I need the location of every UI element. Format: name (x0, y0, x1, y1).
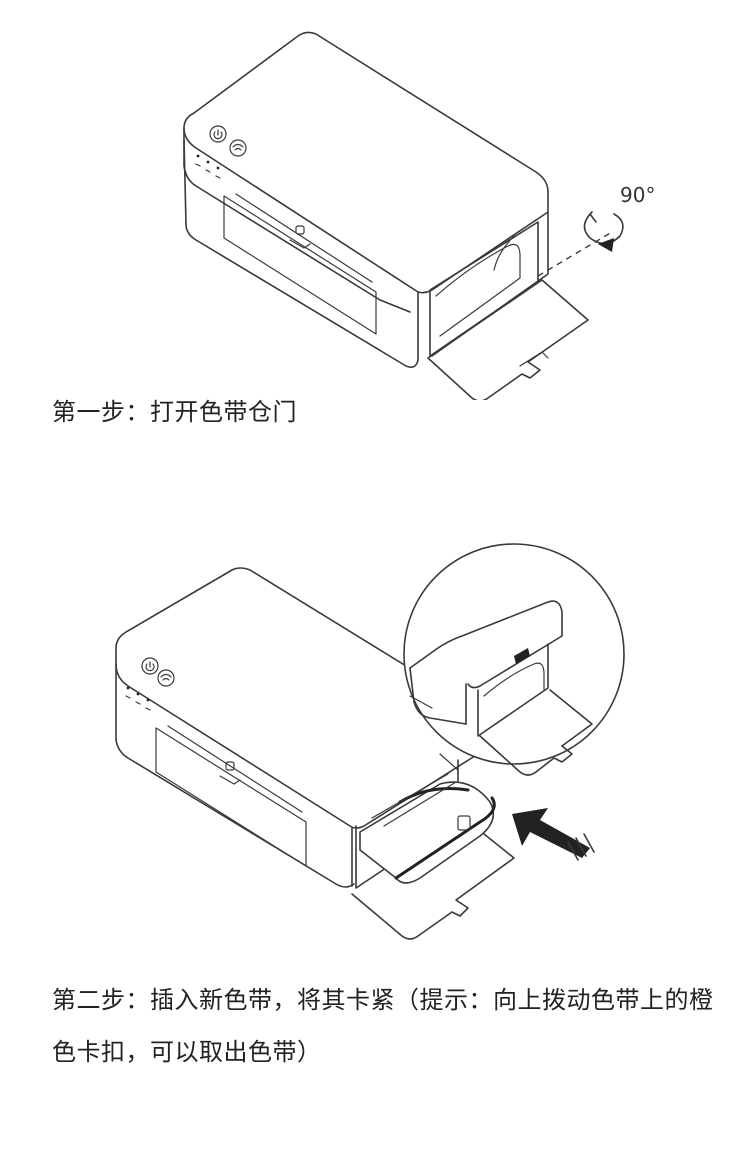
ribbon-door-flap (427, 279, 589, 400)
step2-caption: 第二步：插入新色带，将其卡紧（提示：向上拨动色带上的橙色卡扣，可以取出色带） (52, 986, 714, 1066)
power-icon (141, 657, 159, 675)
rotation-label: 90° (620, 183, 655, 207)
magnified-detail (403, 543, 625, 776)
step2-illustration (115, 543, 625, 940)
wifi-icon (229, 139, 247, 157)
cartridge-latch (457, 815, 471, 831)
indicator-lights (125, 686, 151, 711)
wifi-icon (157, 669, 175, 687)
mi-logo-icon (225, 761, 235, 771)
paper-slot (155, 727, 307, 867)
magnifier-connector (439, 753, 459, 771)
step1-caption: 第一步：打开色带仓门 (52, 398, 297, 426)
insert-arrow-icon (512, 808, 595, 861)
power-icon (209, 125, 227, 143)
ribbon-cartridge (359, 773, 496, 884)
rotation-axis (537, 231, 613, 277)
step1-illustration: 90° (183, 31, 655, 400)
rotate-arrow-icon (583, 211, 624, 252)
indicator-lights (195, 154, 221, 179)
ribbon-door-flap (351, 833, 515, 940)
paper-slot (223, 195, 377, 335)
mi-logo-icon (295, 225, 305, 235)
printer-top-face (183, 31, 549, 294)
